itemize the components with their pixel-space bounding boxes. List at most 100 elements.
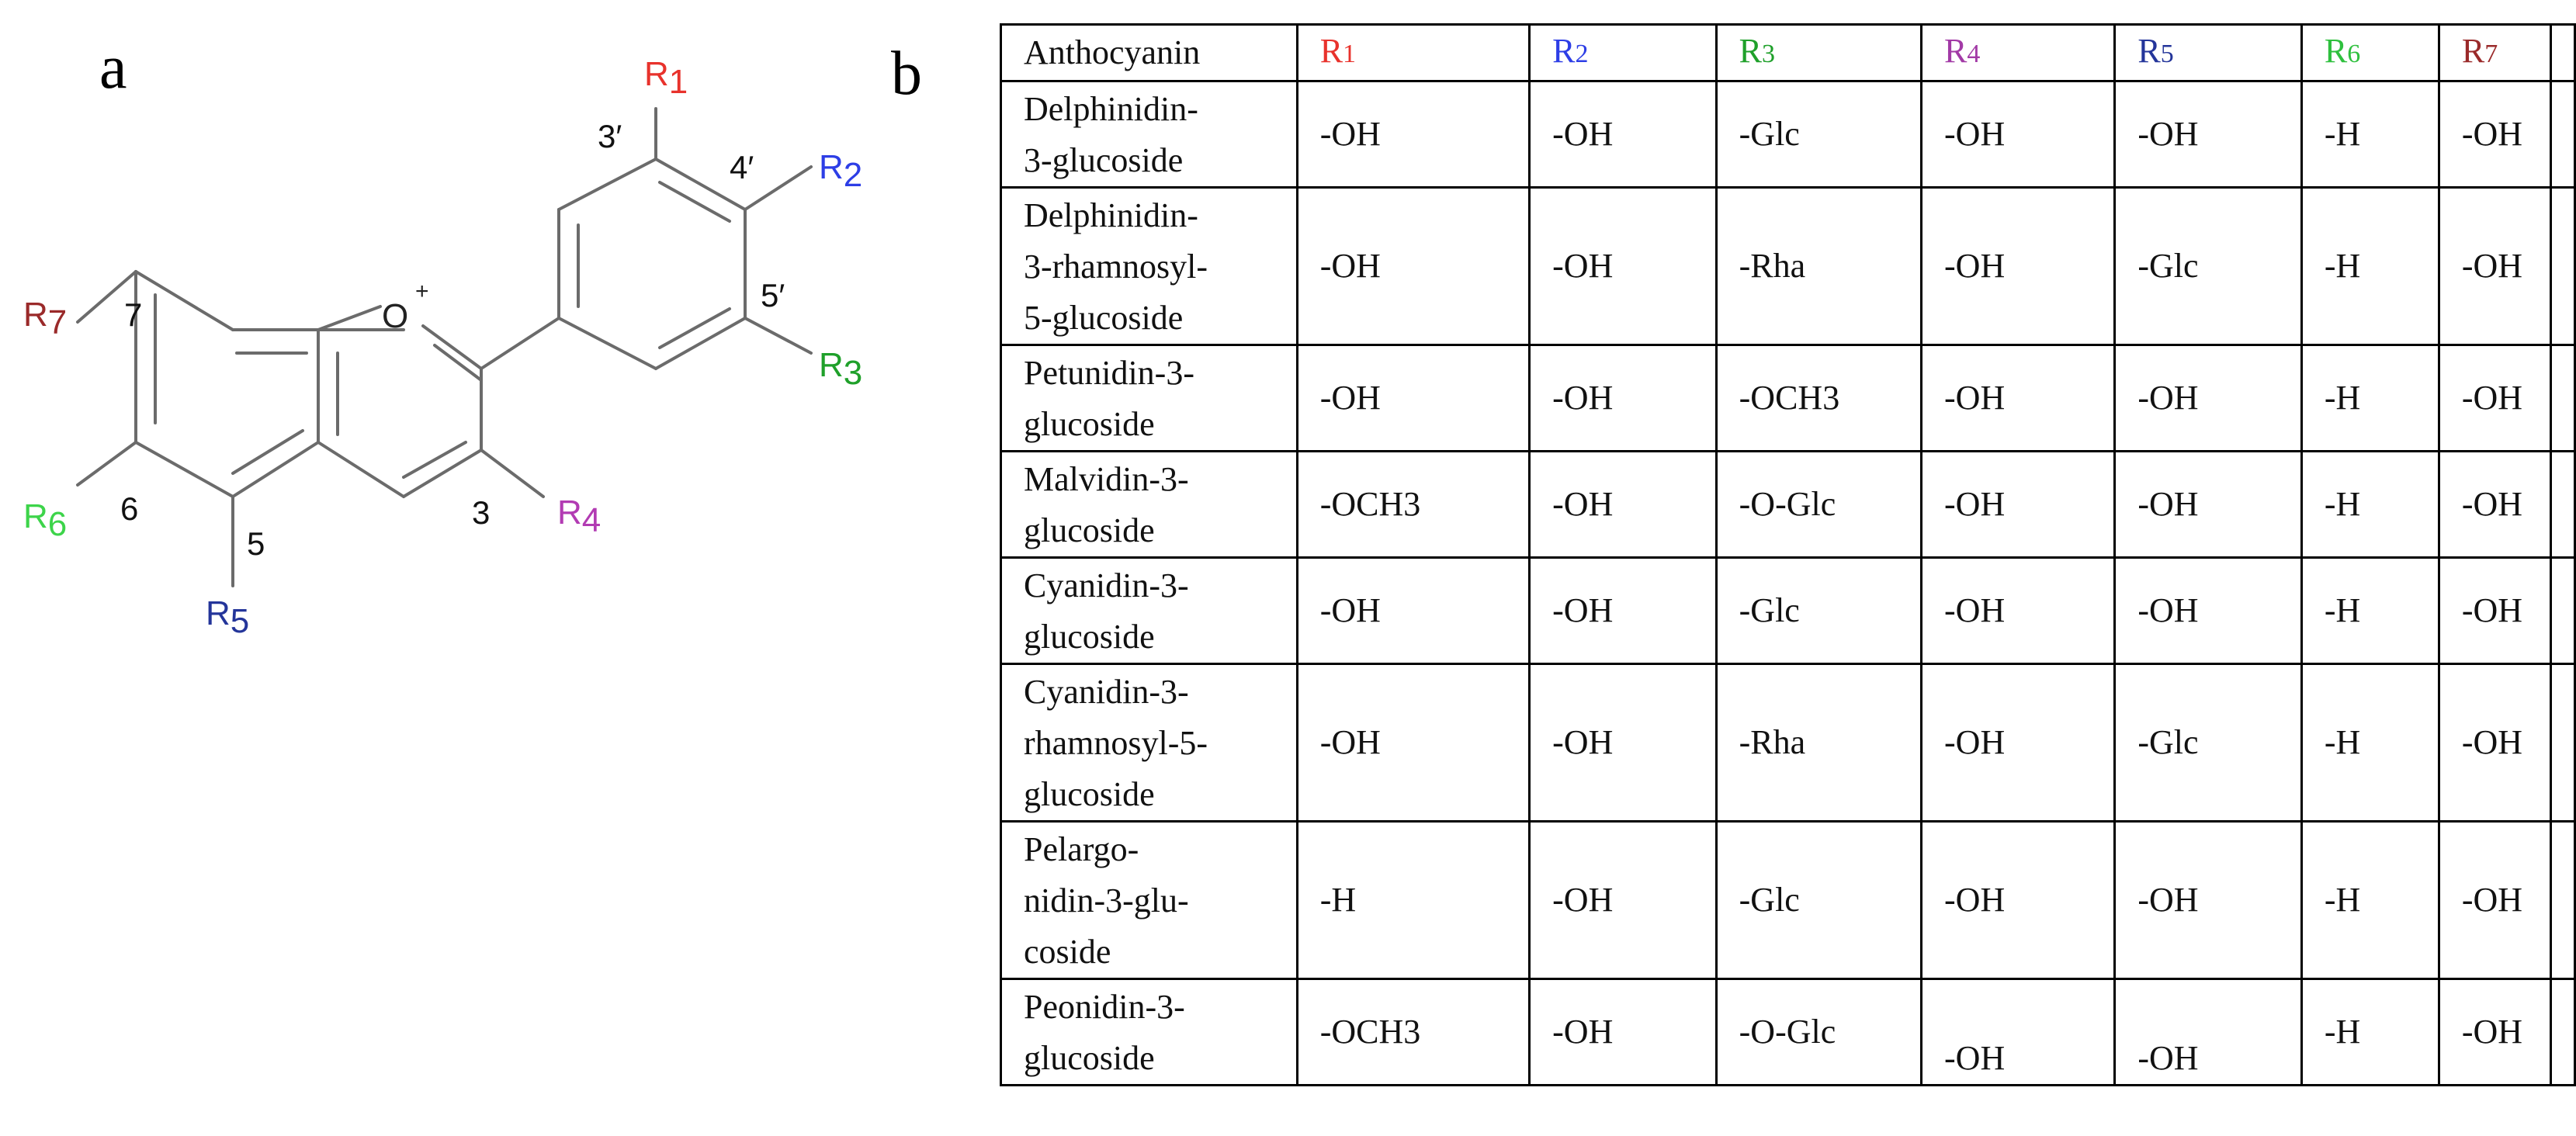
substituent-cell-r1: -OCH3 [1295,978,1531,1086]
double-bond-inner [658,181,731,223]
substituent-cell-r7: -OH [2437,663,2552,823]
substituent-cell-r3: -Rha [1714,663,1923,823]
substituent-cell-r3: -Glc [1714,820,1923,980]
bond-r4 [480,449,545,498]
substituent-cell-r6: -H [2300,978,2440,1086]
bond [317,305,382,331]
anthocyanin-core-structure: O + 3′ 4′ 5′ 7 6 5 3 R1 R2 R3 R4 R5 R6 R… [23,55,862,640]
header-r1-sub: 1 [1343,40,1357,68]
blank-cell [2549,978,2576,1086]
substituent-r4: R4 [557,494,601,539]
table-row: Cyanidin-3-glucoside-OH-OH-Glc-OH-OH-H-O… [1000,556,2576,665]
substituent-cell-r1: -OH [1295,663,1531,823]
substituent-cell-r4: -OH [1920,978,2117,1086]
table-row: Malvidin-3-glucoside-OCH3-OH-O-Glc-OH-OH… [1000,450,2576,559]
anthocyanin-name-line: 3-rhamnosyl- [1024,248,1208,286]
anthocyanin-name-line: nidin-3-glu- [1024,881,1189,920]
substituent-r7: R7 [23,296,67,341]
blank-cell [2549,450,2576,559]
oxygen-atom: O [382,297,408,335]
bond [557,158,657,211]
anthocyanin-name-line: Pelargo- [1024,830,1139,868]
bond-r2 [744,165,813,211]
header-r4-base: R [1944,32,1968,70]
anthocyanin-name-line: glucoside [1024,1039,1155,1077]
substituent-r2: R2 [819,148,862,194]
anthocyanin-name-line: glucoside [1024,405,1155,443]
header-r3: R3 [1714,23,1923,82]
substituent-cell-r6: -H [2300,344,2440,452]
header-r6-sub: 6 [2347,40,2361,68]
bond [654,158,747,211]
substituent-cell-r5: -OH [2113,344,2303,452]
anthocyanin-name-line: glucoside [1024,775,1155,813]
substituent-cell-r4: -OH [1920,450,2117,559]
double-bond-inner [658,307,731,349]
substituent-cell-r2: -OH [1528,663,1718,823]
header-r6: R6 [2300,23,2440,82]
header-r7-sub: 7 [2484,40,2498,68]
bond-r3 [744,317,813,355]
substituent-cell-r2: -OH [1528,978,1718,1086]
substituent-cell-r7: -OH [2437,186,2552,346]
anthocyanin-name-line: Malvidin-3- [1024,460,1189,498]
header-r2-sub: 2 [1575,40,1589,68]
header-r3-base: R [1739,32,1763,70]
anthocyanin-name-line: coside [1024,933,1111,971]
substituent-cell-r1: -OH [1295,556,1531,665]
substituent-cell-r3: -Glc [1714,80,1923,189]
substituent-r3: R3 [819,346,862,392]
double-bond-inner [433,344,483,382]
substituent-cell-r4: -OH [1920,186,2117,346]
anthocyanin-name-line: Cyanidin-3- [1024,673,1189,711]
anthocyanin-name-line: 5-glucoside [1024,299,1184,337]
substituent-cell-r2: -OH [1528,80,1718,189]
positive-charge: + [415,279,429,304]
blank-cell [2549,344,2576,452]
substituent-cell-r6: -H [2300,80,2440,189]
header-r3-sub: 3 [1762,40,1776,68]
header-r5: R5 [2113,23,2303,82]
anthocyanin-name-line: glucoside [1024,618,1155,656]
position-3prime: 3′ [598,118,622,154]
table-row: Delphinidin-3-glucoside-OH-OH-Glc-OH-OH-… [1000,80,2576,189]
position-7: 7 [124,296,142,333]
substituent-r1: R1 [644,55,688,101]
position-3: 3 [472,494,490,531]
anthocyanin-name-line: rhamnosyl-5- [1024,724,1208,762]
substituent-cell-r5: -OH [2113,820,2303,980]
substituent-cell-r6: -H [2300,820,2440,980]
anthocyanin-name-cell: Delphinidin-3-rhamnosyl-5-glucoside [1000,186,1298,346]
substituent-cell-r2: -OH [1528,556,1718,665]
substituent-cell-r4: -OH [1920,344,2117,452]
substituent-cell-r5: -OH [2113,450,2303,559]
substituent-cell-r2: -OH [1528,820,1718,980]
header-r7: R7 [2437,23,2552,82]
header-r1-base: R [1319,32,1343,70]
substituent-cell-r3: -O-Glc [1714,978,1923,1086]
bond [557,317,657,370]
anthocyanin-name-line: Petunidin-3- [1024,354,1194,392]
anthocyanin-name-line: glucoside [1024,511,1155,549]
bond-r6 [76,441,137,487]
anthocyanin-name-cell: Peonidin-3-glucoside [1000,978,1298,1086]
blank-cell [2549,186,2576,346]
substituent-cell-r3: -Glc [1714,556,1923,665]
anthocyanin-name-cell: Delphinidin-3-glucoside [1000,80,1298,189]
substituent-cell-r5: -OH [2113,80,2303,189]
position-4prime: 4′ [730,149,754,185]
bond [231,441,320,498]
header-r4-sub: 4 [1967,40,1981,68]
double-bond-inner [402,441,467,479]
substituent-cell-r6: -H [2300,186,2440,346]
substituent-cell-r6: -H [2300,556,2440,665]
bond-lines [76,107,813,587]
anthocyanin-name-cell: Petunidin-3- glucoside [1000,344,1298,452]
substituent-r5: R5 [206,594,249,640]
substituent-r6: R6 [23,497,67,543]
anthocyanin-name-line: 3-glucoside [1024,141,1184,179]
anthocyanin-name-cell: Pelargo-nidin-3-glu-coside [1000,820,1298,980]
substituent-cell-r5: -Glc [2113,663,2303,823]
substituent-cell-r5: -OH [2113,978,2303,1086]
substituent-cell-r1: -OCH3 [1295,450,1531,559]
